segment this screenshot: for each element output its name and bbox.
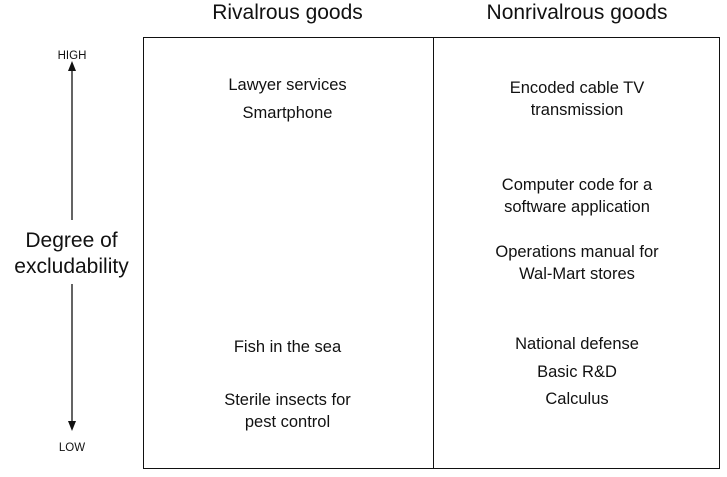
header-nonrivalrous-goods: Nonrivalrous goods [486,1,668,24]
item-encoded-cable-tv: Encoded cable TV transmission [509,79,645,119]
axis-title-line1: Degree of [25,229,118,252]
item-operations-manual: Operations manual for Wal-Mart stores [495,243,659,283]
item-national-defense: National defense [515,335,639,353]
axis-high-label: HIGH [57,50,87,62]
item-calculus: Calculus [545,390,609,408]
item-smartphone: Smartphone [242,104,333,122]
column-divider [433,38,435,468]
arrow-down-icon [68,421,76,431]
axis-title-line2: excludability [14,255,129,278]
item-basic-rd: Basic R&D [537,363,617,381]
item-computer-code: Computer code for a software application [501,176,653,216]
axis-title: Degree of excludability [0,228,143,280]
arrow-up-icon [68,61,76,71]
item-sterile-insects: Sterile insects for pest control [224,391,351,431]
excludability-axis [68,61,76,431]
goods-matrix [143,37,720,469]
item-fish-in-the-sea: Fish in the sea [233,338,342,356]
axis-low-label: LOW [58,442,86,454]
header-rivalrous-goods: Rivalrous goods [212,1,363,24]
item-lawyer-services: Lawyer services [228,76,347,94]
